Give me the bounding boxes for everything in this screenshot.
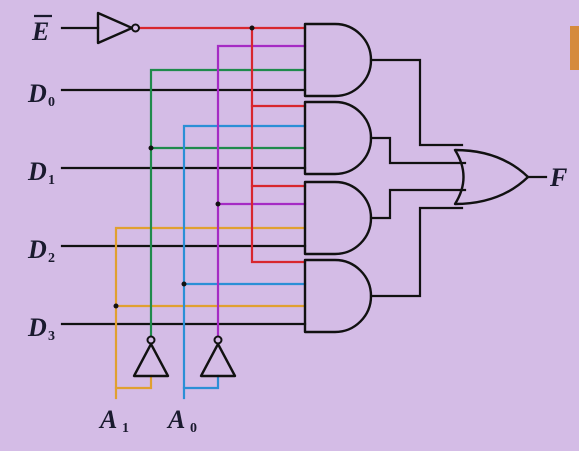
svg-text:D: D xyxy=(27,157,47,186)
not-gate-enable xyxy=(96,11,140,45)
wire-a0 xyxy=(182,124,307,400)
d2-label: D 2 xyxy=(27,235,55,266)
enable-label: E xyxy=(31,14,52,46)
and-gate-3 xyxy=(303,258,373,334)
output-label: F xyxy=(549,163,567,192)
wire-enable xyxy=(136,26,307,264)
svg-text:1: 1 xyxy=(48,173,55,188)
svg-text:0: 0 xyxy=(190,421,197,436)
svg-text:D: D xyxy=(27,79,47,108)
svg-text:0: 0 xyxy=(48,95,55,110)
svg-text:F: F xyxy=(549,163,567,192)
not-gate-a1 xyxy=(132,335,170,378)
wire-a0-not xyxy=(216,44,307,338)
svg-text:3: 3 xyxy=(48,329,55,344)
or-gate xyxy=(453,148,530,206)
a0-label: A 0 xyxy=(166,405,197,436)
svg-text:A: A xyxy=(98,405,117,434)
d3-label: D 3 xyxy=(27,313,55,344)
svg-text:E: E xyxy=(31,17,49,46)
svg-text:D: D xyxy=(27,313,47,342)
svg-text:1: 1 xyxy=(122,421,129,436)
svg-text:A: A xyxy=(166,405,185,434)
junction-dots xyxy=(113,25,255,309)
wire-a1 xyxy=(114,226,307,400)
a1-label: A 1 xyxy=(98,405,129,436)
and-to-or-wires xyxy=(369,58,467,298)
and-gate-0 xyxy=(303,22,373,98)
not-gate-a0 xyxy=(199,335,237,378)
corner-tab xyxy=(570,26,579,70)
d0-label: D 0 xyxy=(27,79,55,110)
svg-text:2: 2 xyxy=(48,251,55,266)
d1-label: D 1 xyxy=(27,157,55,188)
and-gate-2 xyxy=(303,180,373,256)
svg-text:D: D xyxy=(27,235,47,264)
and-gate-1 xyxy=(303,100,373,176)
wire-a1-not xyxy=(149,68,307,338)
